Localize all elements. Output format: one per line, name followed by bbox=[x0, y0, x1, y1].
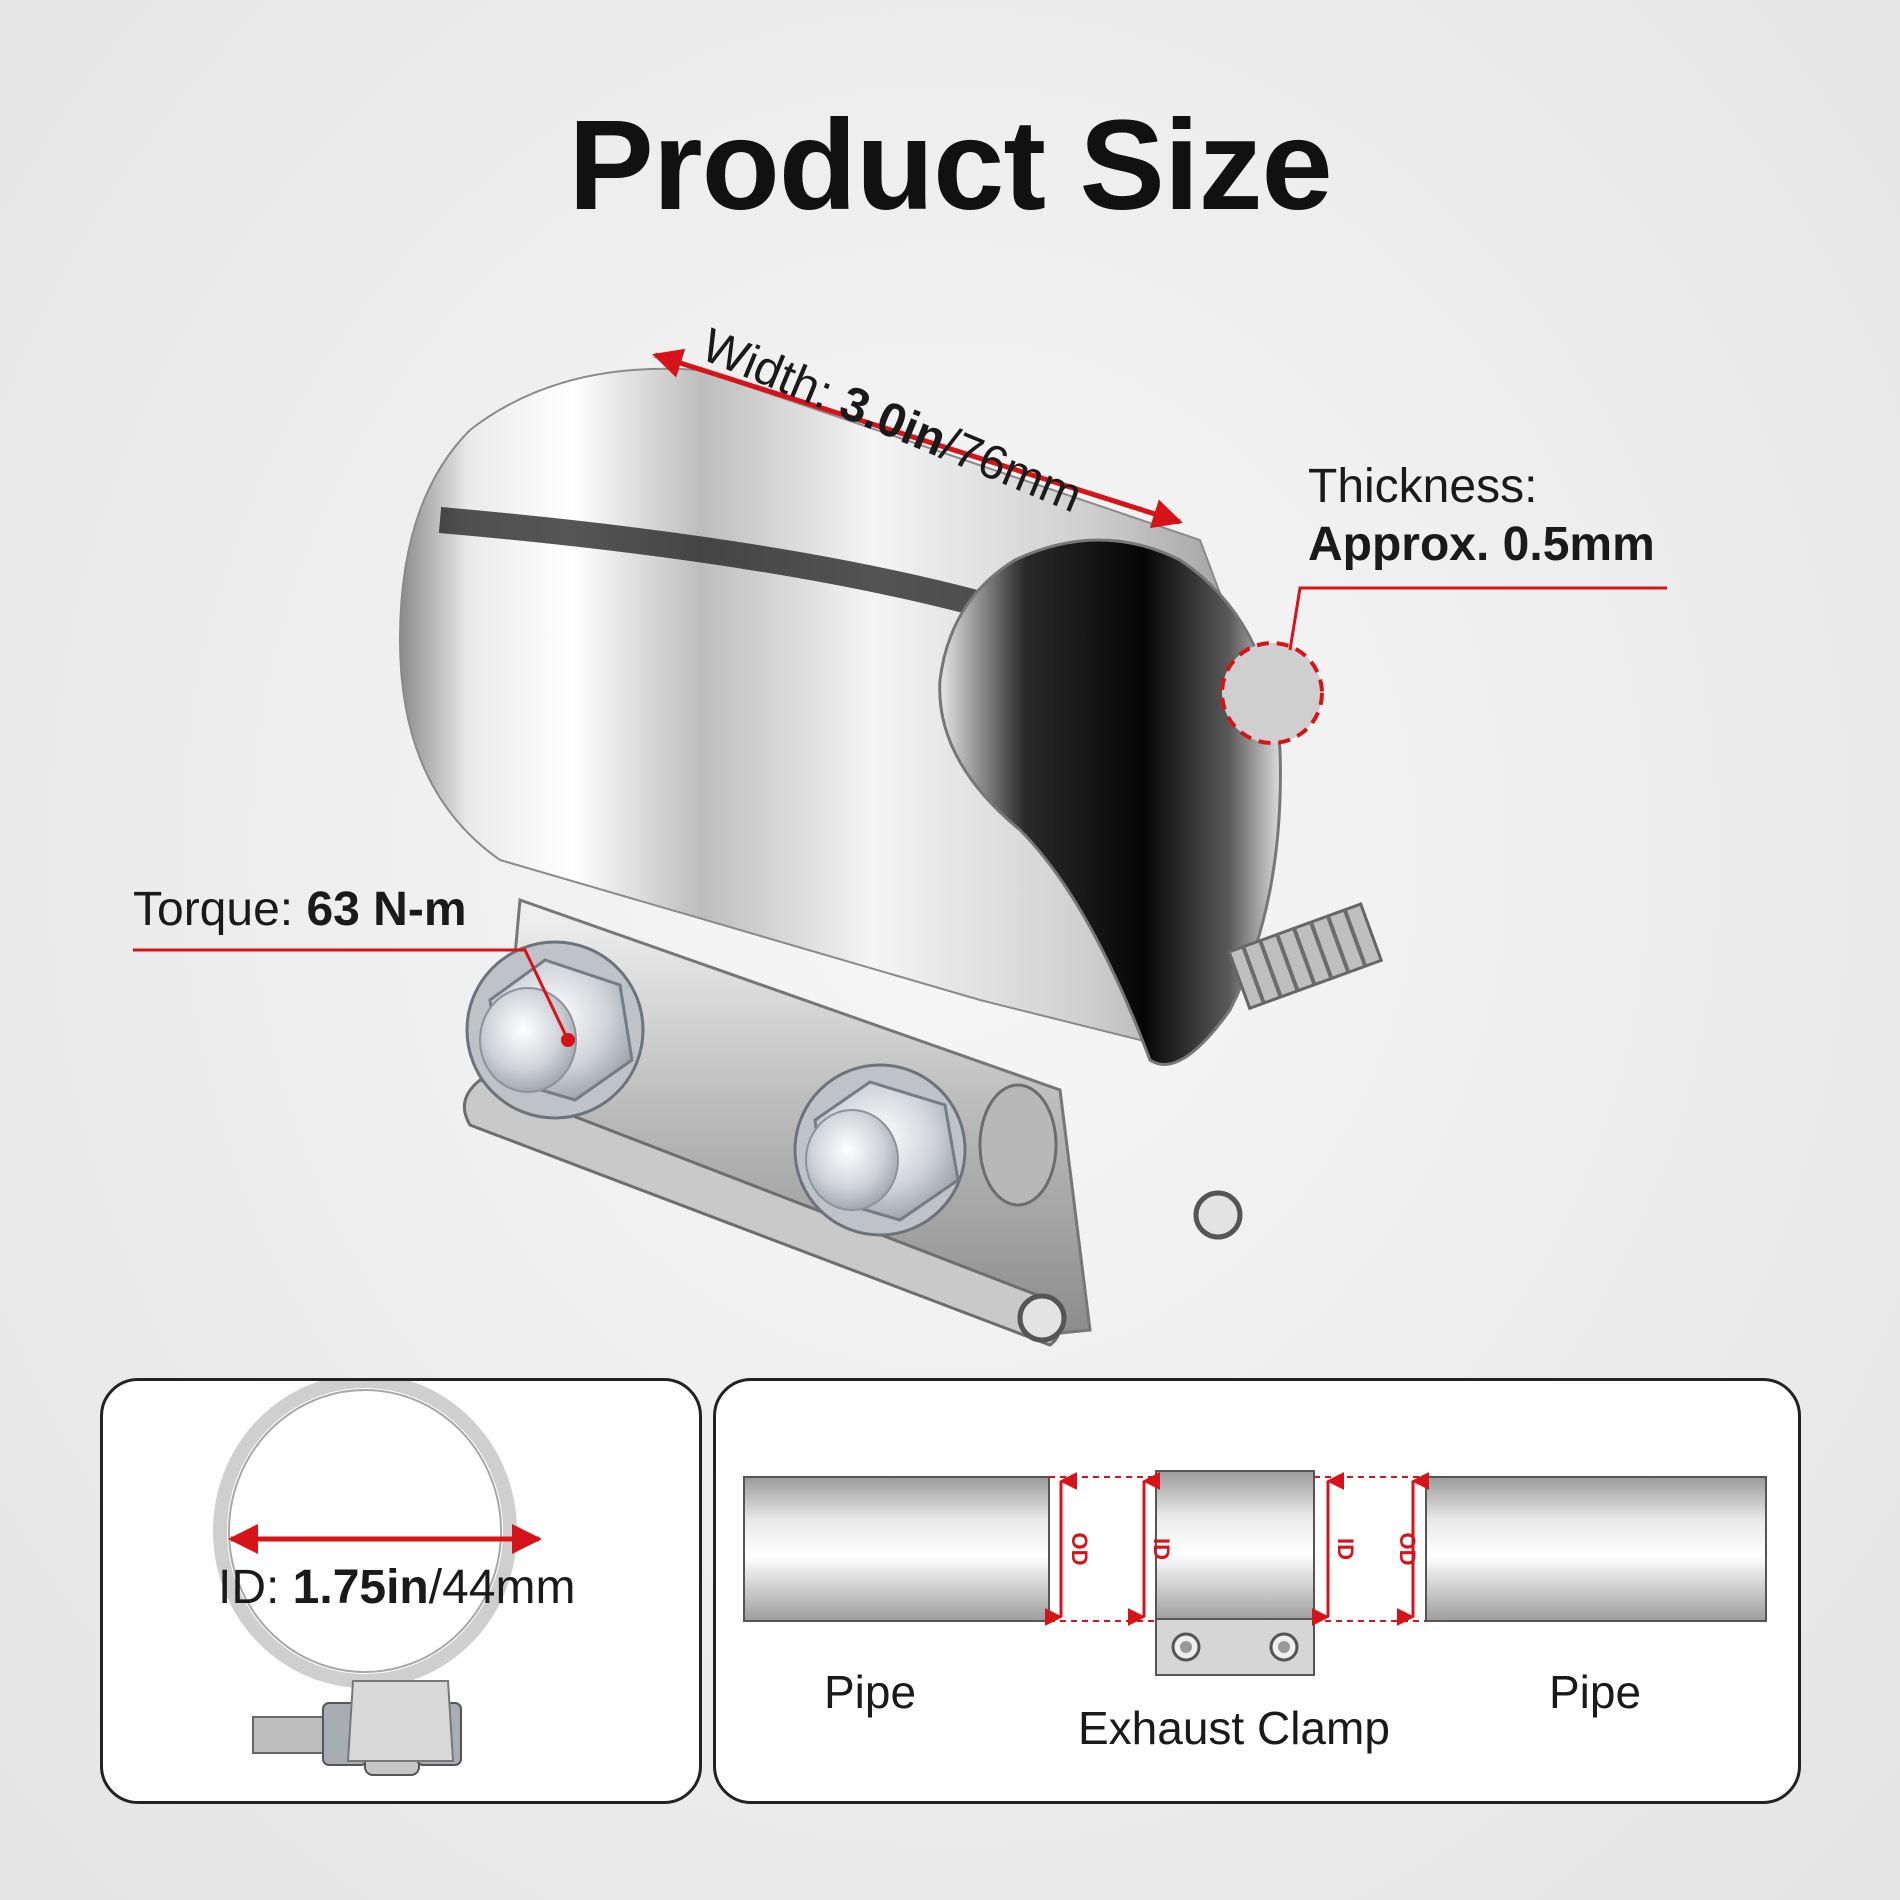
pipe-diagram: OD ID ID OD bbox=[743, 1470, 1767, 1676]
od-text-right: OD bbox=[1395, 1533, 1420, 1566]
id-text-right: ID bbox=[1333, 1538, 1358, 1560]
rail-end bbox=[1017, 1293, 1067, 1343]
hex-nut-left bbox=[465, 940, 645, 1120]
left-pipe-label: Pipe bbox=[824, 1666, 917, 1718]
torque-label: Torque: 63 N-m bbox=[133, 883, 467, 936]
exhaust-clamp bbox=[1155, 1470, 1315, 1622]
ring-illustration bbox=[213, 1381, 542, 1776]
clamp-label: Exhaust Clamp bbox=[1078, 1702, 1390, 1754]
sleeve-opening bbox=[938, 538, 1282, 1066]
right-pipe bbox=[1425, 1476, 1767, 1622]
od-text-left: OD bbox=[1067, 1533, 1092, 1566]
thickness-callout-circle bbox=[1220, 641, 1324, 745]
hex-nut-right bbox=[793, 1063, 1058, 1237]
page-title: Product Size bbox=[568, 94, 1332, 237]
id-label: ID: 1.75in/44mm bbox=[218, 1561, 576, 1614]
torque-callout-line bbox=[133, 948, 570, 1041]
thickness-label: Thickness: Approx. 0.5mm bbox=[1308, 460, 1655, 571]
left-pipe bbox=[743, 1476, 1050, 1622]
right-pipe-label: Pipe bbox=[1549, 1666, 1642, 1718]
torque-callout-dot bbox=[561, 1033, 575, 1047]
pipe-diagram-panel: OD ID ID OD Pipe Pipe Exhaust Clamp bbox=[713, 1378, 1801, 1804]
id-text-left: ID bbox=[1149, 1538, 1174, 1560]
id-panel bbox=[100, 1378, 702, 1804]
rail-end bbox=[1193, 1190, 1243, 1240]
threaded-bolt bbox=[1227, 902, 1384, 1011]
thickness-callout-line bbox=[1288, 586, 1667, 651]
width-arrow bbox=[652, 348, 1183, 529]
